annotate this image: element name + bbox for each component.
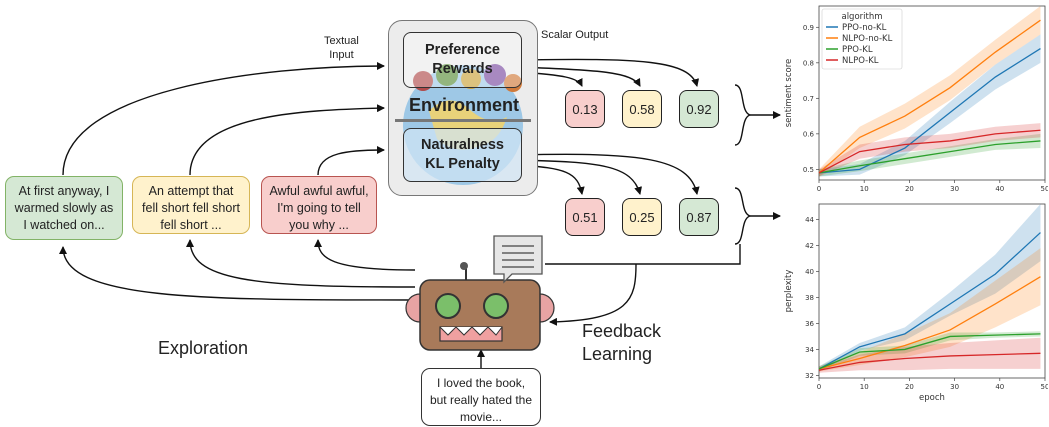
x-tick-label: 0 <box>817 383 821 391</box>
x-tick-label: 20 <box>905 185 914 193</box>
x-tick-label: 0 <box>817 185 821 193</box>
legend-entry: PPO-KL <box>842 45 873 55</box>
series-line <box>818 48 1041 174</box>
series-band <box>819 337 1041 373</box>
reward-score: 0.58 <box>622 90 662 128</box>
series-band <box>819 204 1041 372</box>
series-line <box>818 276 1041 370</box>
reward-score: 0.13 <box>565 90 605 128</box>
x-tick-label: 10 <box>860 185 869 193</box>
y-tick-label: 44 <box>805 216 814 224</box>
x-tick-label: 40 <box>995 185 1004 193</box>
scalar-output-label: Scalar Output <box>541 29 609 41</box>
series-line <box>818 129 1041 174</box>
y-tick-label: 36 <box>805 320 814 328</box>
environment-title: Environment <box>408 95 519 115</box>
penalty-score: 0.25 <box>622 198 662 236</box>
y-axis-label: sentiment score <box>784 59 794 128</box>
y-tick-label: 0.5 <box>803 166 814 174</box>
series-line <box>818 140 1041 174</box>
speech-bubble-icon <box>493 235 543 284</box>
reward-score: 0.92 <box>679 90 719 128</box>
sample-text-box: At first anyway, I warmed slowly as I wa… <box>5 176 123 240</box>
legend-entry: NLPO-no-KL <box>842 34 893 44</box>
sample-text-box: An attempt that fell short fell short fe… <box>132 176 250 234</box>
legend <box>821 8 903 70</box>
exploration-label: Exploration <box>158 338 249 358</box>
y-tick-label: 0.9 <box>803 24 814 32</box>
series-line <box>818 232 1041 370</box>
x-axis-label: epoch <box>919 393 945 403</box>
penalty-score: 0.51 <box>565 198 605 236</box>
prompt-text-box: I loved the book, but really hated the m… <box>421 368 541 426</box>
x-tick-label: 50 <box>1041 383 1048 391</box>
legend-entry: PPO-no-KL <box>842 23 887 33</box>
robot-icon <box>405 262 555 351</box>
y-tick-label: 0.7 <box>803 95 814 103</box>
x-tick-label: 10 <box>860 383 869 391</box>
sample-text-box: Awful awful awful, I'm going to tell you… <box>261 176 377 234</box>
x-tick-label: 40 <box>995 383 1004 391</box>
series-band <box>819 6 1041 177</box>
y-tick-label: 42 <box>805 242 814 250</box>
sentiment-chart: 0 10 20 30 40 50 0.5 0.6 0.7 0.8 0.9 sentiment scor… <box>784 5 1048 193</box>
y-tick-label: 34 <box>805 346 814 354</box>
y-tick-label: 32 <box>805 372 814 380</box>
environment-container: Preference Rewards Environment Naturalne… <box>388 20 538 196</box>
x-tick-label: 30 <box>950 185 959 193</box>
series-line <box>818 333 1041 370</box>
series-line <box>818 352 1041 371</box>
textual-input-label: Textual Input <box>324 35 359 61</box>
naturalness-penalty-box: Naturalness KL Penalty <box>403 128 522 182</box>
legend-entry: NLPO-KL <box>842 56 879 66</box>
y-tick-label: 0.8 <box>803 59 814 67</box>
legend-title: algorithm <box>841 12 882 22</box>
perplexity-chart: 0 10 20 30 40 50 32 34 36 38 40 42 44 perplexity epoch <box>784 203 1048 403</box>
y-tick-label: 0.6 <box>803 130 815 138</box>
series-band <box>819 123 1041 177</box>
y-axis-label: perplexity <box>784 270 794 313</box>
penalty-score: 0.87 <box>679 198 719 236</box>
environment-divider <box>395 119 531 122</box>
preference-rewards-box: Preference Rewards <box>403 32 522 88</box>
series-line <box>818 19 1041 174</box>
x-tick-label: 50 <box>1041 185 1048 193</box>
y-tick-label: 38 <box>805 294 814 302</box>
feedback-learning-label: Feedback Learning <box>582 321 662 364</box>
x-tick-label: 30 <box>950 383 959 391</box>
y-tick-label: 40 <box>805 268 814 276</box>
x-tick-label: 20 <box>905 383 914 391</box>
